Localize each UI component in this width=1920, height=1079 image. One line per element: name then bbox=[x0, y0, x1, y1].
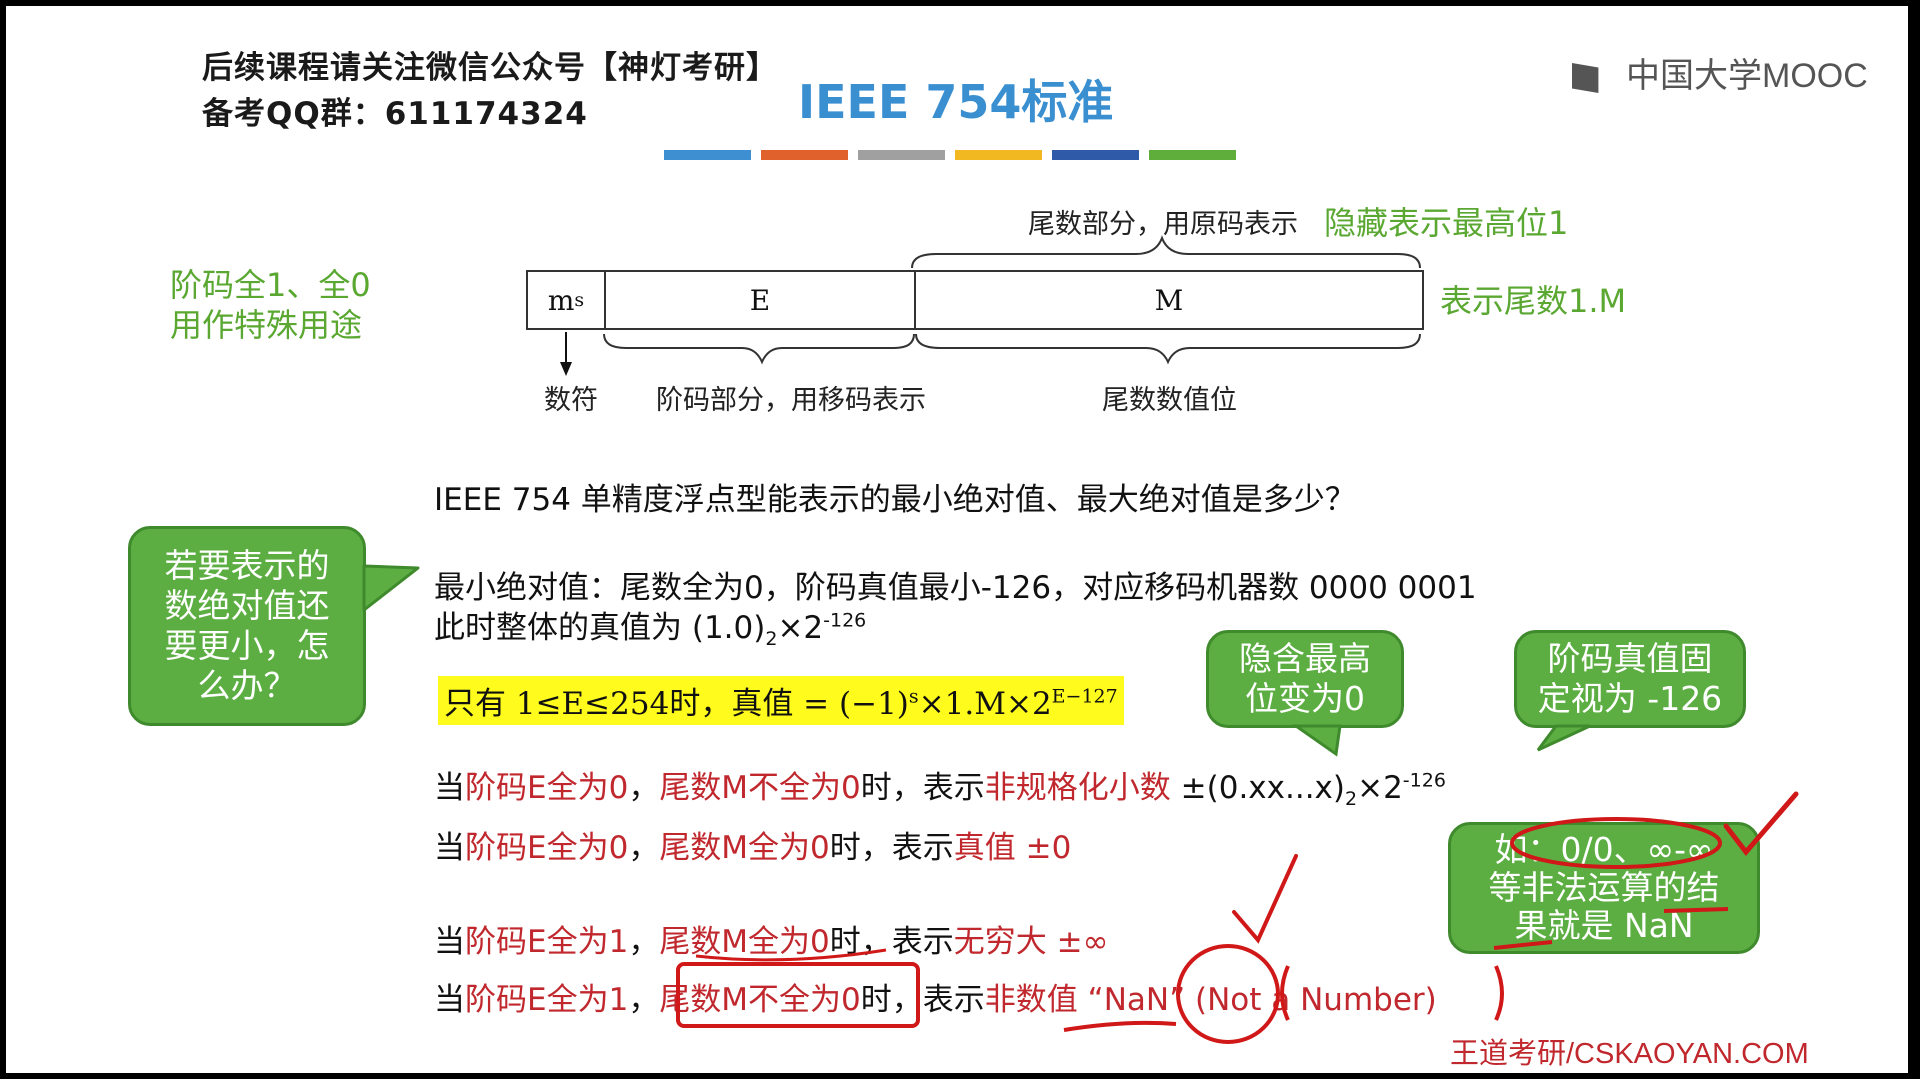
brand-name: 中国大学MOOC bbox=[1626, 57, 1868, 95]
exponent-label: 阶码部分，用移码表示 bbox=[656, 385, 926, 416]
sign-arrowhead bbox=[560, 362, 572, 376]
case-condition: 阶码E全为0 bbox=[465, 830, 629, 866]
exponent-cell: E bbox=[604, 270, 916, 330]
case-text: 时，表示 bbox=[829, 830, 954, 866]
case-text: ， bbox=[628, 770, 660, 806]
mantissa-brace-bottom bbox=[915, 333, 1421, 365]
formula-mid: ×1.M×2 bbox=[918, 686, 1052, 722]
annotation-check-mid bbox=[1232, 854, 1298, 944]
case-text: 时，表示 bbox=[829, 924, 954, 960]
case-condition: 尾数M全为0 bbox=[659, 830, 830, 866]
formula-sign-exp: s bbox=[908, 685, 919, 708]
case-nan: 当阶码E全为1，尾数M不全为0时，表示非数值 “NaN” (Not a Numb… bbox=[434, 974, 1437, 1019]
case-text: 时，表示 bbox=[860, 982, 985, 1018]
callout-exponent-fixed: 阶码真值固定视为 -126 bbox=[1514, 630, 1746, 728]
min-abs-text: 此时整体的真值为 (1.0) bbox=[434, 610, 766, 646]
bubble-tail-hidden-bit bbox=[1291, 724, 1342, 757]
mantissa-1m-note: 表示尾数1.M bbox=[1440, 282, 1627, 320]
special-exponent-note-2: 用作特殊用途 bbox=[170, 306, 363, 344]
case-text: 当 bbox=[434, 830, 465, 866]
callout-nan-example: 如：0/0、∞-∞ 等非法运算的结 果就是 NaN bbox=[1448, 822, 1760, 954]
case-text: ， bbox=[628, 982, 660, 1018]
bubble-tail-exponent bbox=[1536, 724, 1591, 752]
mantissa-value-label: 尾数数值位 bbox=[1102, 385, 1237, 416]
normalized-formula: 只有 1≤E≤254时，真值 = (−1)s×1.M×2E−127 bbox=[438, 676, 1124, 725]
formula-exp: E−127 bbox=[1051, 685, 1118, 708]
mantissa-cell: M bbox=[914, 270, 1424, 330]
sign-bit-sub: s bbox=[574, 289, 585, 311]
color-bar bbox=[761, 150, 848, 160]
color-bar bbox=[858, 150, 945, 160]
color-bar bbox=[1149, 150, 1236, 160]
min-abs-exponent: -126 bbox=[823, 609, 867, 632]
min-abs-line-2: 此时整体的真值为 (1.0)2×2-126 bbox=[434, 602, 867, 651]
case-denormal: 当阶码E全为0，尾数M不全为0时，表示非规格化小数 ±(0.xx...x)2×2… bbox=[434, 762, 1446, 811]
case-infinity: 当阶码E全为1，尾数M全为0时，表示无穷大 ±∞ bbox=[434, 916, 1108, 961]
brand-logo: 中国大学MOOC bbox=[1572, 48, 1868, 97]
sign-bit-text: m bbox=[547, 283, 575, 317]
callout-hidden-bit: 隐含最高位变为0 bbox=[1206, 630, 1404, 728]
mantissa-encoding-label: 尾数部分，用原码表示 bbox=[1028, 209, 1298, 240]
callout-smaller-value: 若要表示的数绝对值还要更小，怎么办？ bbox=[128, 526, 366, 726]
annotation-underline-nonvalue bbox=[1063, 1020, 1177, 1032]
wechat-notice: 后续课程请关注微信公众号【神灯考研】 bbox=[202, 50, 778, 86]
min-abs-times: ×2 bbox=[777, 610, 824, 646]
case-text: ， bbox=[628, 830, 660, 866]
mantissa-text: M bbox=[1154, 283, 1184, 317]
case-zero: 当阶码E全为0，尾数M全为0时，表示真值 ±0 bbox=[434, 822, 1071, 867]
bubble-tail-left bbox=[362, 564, 420, 612]
mooc-logo-icon bbox=[1572, 63, 1599, 94]
sign-label: 数符 bbox=[544, 385, 598, 416]
case-result: 非规格化小数 bbox=[984, 770, 1171, 806]
case-condition: 阶码E全为1 bbox=[465, 924, 629, 960]
qq-group-notice: 备考QQ群：611174324 bbox=[202, 96, 588, 132]
case-formula: ±(0.xx...x) bbox=[1170, 770, 1345, 806]
nan-example-line: 等非法运算的结 bbox=[1488, 868, 1720, 907]
annotation-paren-close bbox=[1494, 965, 1504, 1021]
slide: 后续课程请关注微信公众号【神灯考研】 备考QQ群：611174324 IEEE … bbox=[6, 6, 1908, 1073]
hidden-bit-note: 隐藏表示最高位1 bbox=[1324, 204, 1569, 242]
case-text: 当 bbox=[434, 770, 465, 806]
exponent-brace bbox=[603, 333, 915, 365]
page-title: IEEE 754标准 bbox=[798, 75, 1114, 129]
formula-text: 只有 1≤E≤254时，真值 = (−1) bbox=[444, 686, 909, 722]
case-condition: 阶码E全为0 bbox=[465, 770, 629, 806]
case-text: 当 bbox=[434, 982, 465, 1018]
color-bar bbox=[1052, 150, 1139, 160]
case-condition: 尾数M不全为0 bbox=[659, 982, 861, 1018]
exponent-text: E bbox=[749, 283, 771, 317]
nan-example-line: 如：0/0、∞-∞ bbox=[1494, 830, 1714, 869]
color-bar-strip bbox=[664, 150, 1236, 160]
case-result: 真值 ±0 bbox=[953, 830, 1072, 866]
case-sub: 2 bbox=[1345, 788, 1358, 811]
case-text: ， bbox=[628, 924, 660, 960]
case-exp: -126 bbox=[1402, 769, 1446, 792]
color-bar bbox=[664, 150, 751, 160]
watermark: 王道考研/CSKAOYAN.COM bbox=[1450, 1038, 1809, 1070]
color-bar bbox=[955, 150, 1042, 160]
case-text: 当 bbox=[434, 924, 465, 960]
min-abs-sub: 2 bbox=[765, 628, 778, 651]
case-text: 时，表示 bbox=[860, 770, 985, 806]
case-condition: 阶码E全为1 bbox=[465, 982, 629, 1018]
case-condition: 尾数M不全为0 bbox=[659, 770, 861, 806]
case-result: 非数值 “NaN” (Not a Number) bbox=[984, 982, 1437, 1018]
case-result: 无穷大 ±∞ bbox=[953, 924, 1109, 960]
question-text: IEEE 754 单精度浮点型能表示的最小绝对值、最大绝对值是多少？ bbox=[434, 482, 1356, 518]
case-times: ×2 bbox=[1357, 770, 1403, 806]
case-condition: 尾数M全为0 bbox=[659, 924, 830, 960]
special-exponent-note-1: 阶码全1、全0 bbox=[170, 266, 371, 304]
min-abs-line-1: 最小绝对值：尾数全为0，阶码真值最小-126，对应移码机器数 0000 0001 bbox=[434, 570, 1477, 606]
nan-example-line: 果就是 NaN bbox=[1514, 906, 1694, 945]
